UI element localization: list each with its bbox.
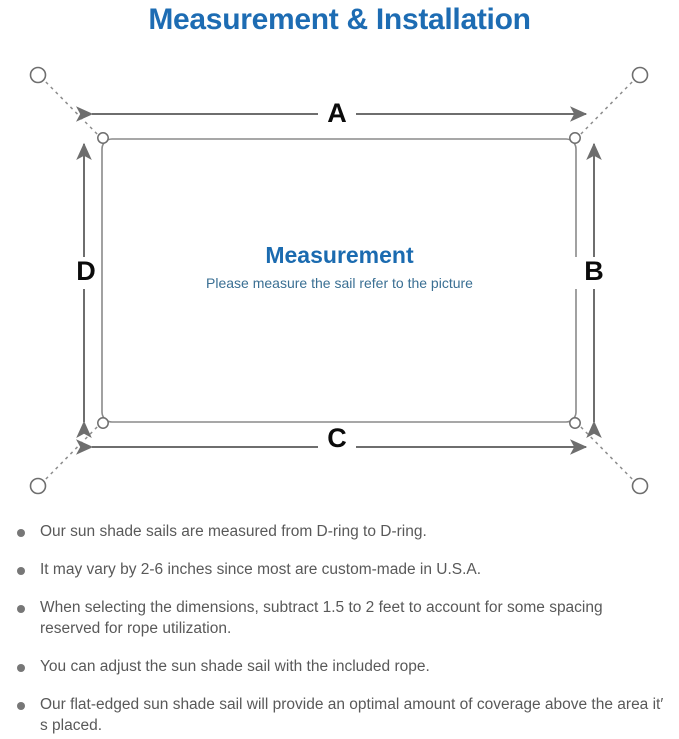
- bullet-icon: [17, 566, 25, 575]
- bullet-icon: [17, 604, 25, 613]
- rope-top-right: [575, 75, 639, 140]
- sail-center-subtitle: Please measure the sail refer to the pic…: [206, 275, 473, 291]
- note-text: Our flat-edged sun shade sail will provi…: [40, 695, 664, 734]
- note-text: When selecting the dimensions, subtract …: [40, 598, 603, 637]
- d-ring-bottom-right-icon: [569, 417, 581, 429]
- dimension-label-b: B: [584, 256, 604, 286]
- page-title: Measurement & Installation: [148, 3, 531, 36]
- letter-backdrop-d: [67, 257, 101, 289]
- d-ring-bottom-left-icon: [97, 417, 109, 429]
- dimension-label-d: D: [76, 256, 96, 286]
- anchor-top-right-icon: [631, 66, 649, 84]
- note-text: Our sun shade sails are measured from D-…: [40, 523, 427, 540]
- bullet-icon: [17, 529, 25, 537]
- list-item: Our sun shade sails are measured from D-…: [14, 522, 665, 543]
- dimension-label-a: A: [327, 98, 347, 128]
- measurement-diagram: A B C D Measurement Please measure the s…: [0, 44, 679, 522]
- rope-bottom-right: [575, 421, 639, 486]
- list-item: Our flat-edged sun shade sail will provi…: [14, 695, 665, 737]
- letter-backdrop-a: [318, 99, 356, 129]
- sail-center-title: Measurement: [265, 242, 414, 268]
- anchor-bottom-right-icon: [631, 477, 649, 495]
- bullet-icon: [17, 701, 25, 710]
- d-ring-top-right-icon: [569, 132, 581, 144]
- anchor-top-left-icon: [29, 66, 47, 84]
- note-text: It may vary by 2-6 inches since most are…: [40, 560, 482, 578]
- rope-top-left: [39, 75, 103, 140]
- list-item: When selecting the dimensions, subtract …: [14, 598, 665, 640]
- letter-backdrop-c: [318, 424, 356, 454]
- notes-list: Our sun shade sails are measured from D-…: [0, 522, 679, 736]
- note-text: You can adjust the sun shade sail with t…: [40, 657, 430, 675]
- letter-backdrop-b: [575, 257, 609, 289]
- list-item: You can adjust the sun shade sail with t…: [14, 657, 665, 678]
- dimension-label-c: C: [327, 423, 347, 453]
- anchor-bottom-left-icon: [29, 477, 47, 495]
- d-ring-top-left-icon: [97, 132, 109, 144]
- list-item: It may vary by 2-6 inches since most are…: [14, 560, 665, 581]
- rope-bottom-left: [39, 421, 103, 486]
- bullet-icon: [17, 663, 25, 672]
